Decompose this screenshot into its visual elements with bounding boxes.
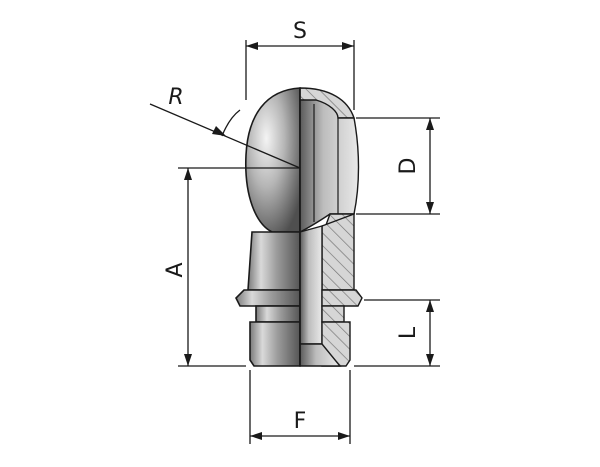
dimensions <box>149 40 440 444</box>
collar-section <box>321 289 363 307</box>
label-d: D <box>396 158 421 175</box>
r-leader <box>149 103 301 169</box>
ball-bore <box>299 99 360 234</box>
a-arrow-top <box>184 168 192 180</box>
dimension-labels: S R D A L F <box>163 19 421 434</box>
d-arrow-top <box>426 118 434 130</box>
label-s: S <box>293 19 307 44</box>
banjo-fitting <box>235 87 363 367</box>
r-arrow <box>212 126 226 136</box>
r-arc <box>221 109 241 137</box>
f-arrow-left <box>250 432 262 440</box>
collar-outer <box>235 289 301 307</box>
d-arrow-bottom <box>426 202 434 214</box>
f-arrow-right <box>338 432 350 440</box>
label-l: L <box>396 326 421 339</box>
s-arrow-right <box>342 42 354 50</box>
label-f: F <box>294 409 307 434</box>
l-arrow-top <box>426 300 434 312</box>
a-arrow-bottom <box>184 354 192 366</box>
s-arrow-left <box>246 42 258 50</box>
label-r: R <box>168 85 183 110</box>
groove-section <box>321 305 345 323</box>
neck-section <box>321 212 355 291</box>
groove-outer <box>255 305 301 323</box>
stub-outer <box>249 321 301 367</box>
ball-head-outer <box>245 87 301 233</box>
central-bore <box>299 225 323 345</box>
l-arrow-bottom <box>426 354 434 366</box>
label-a: A <box>163 262 188 277</box>
neck-outer <box>247 231 301 291</box>
